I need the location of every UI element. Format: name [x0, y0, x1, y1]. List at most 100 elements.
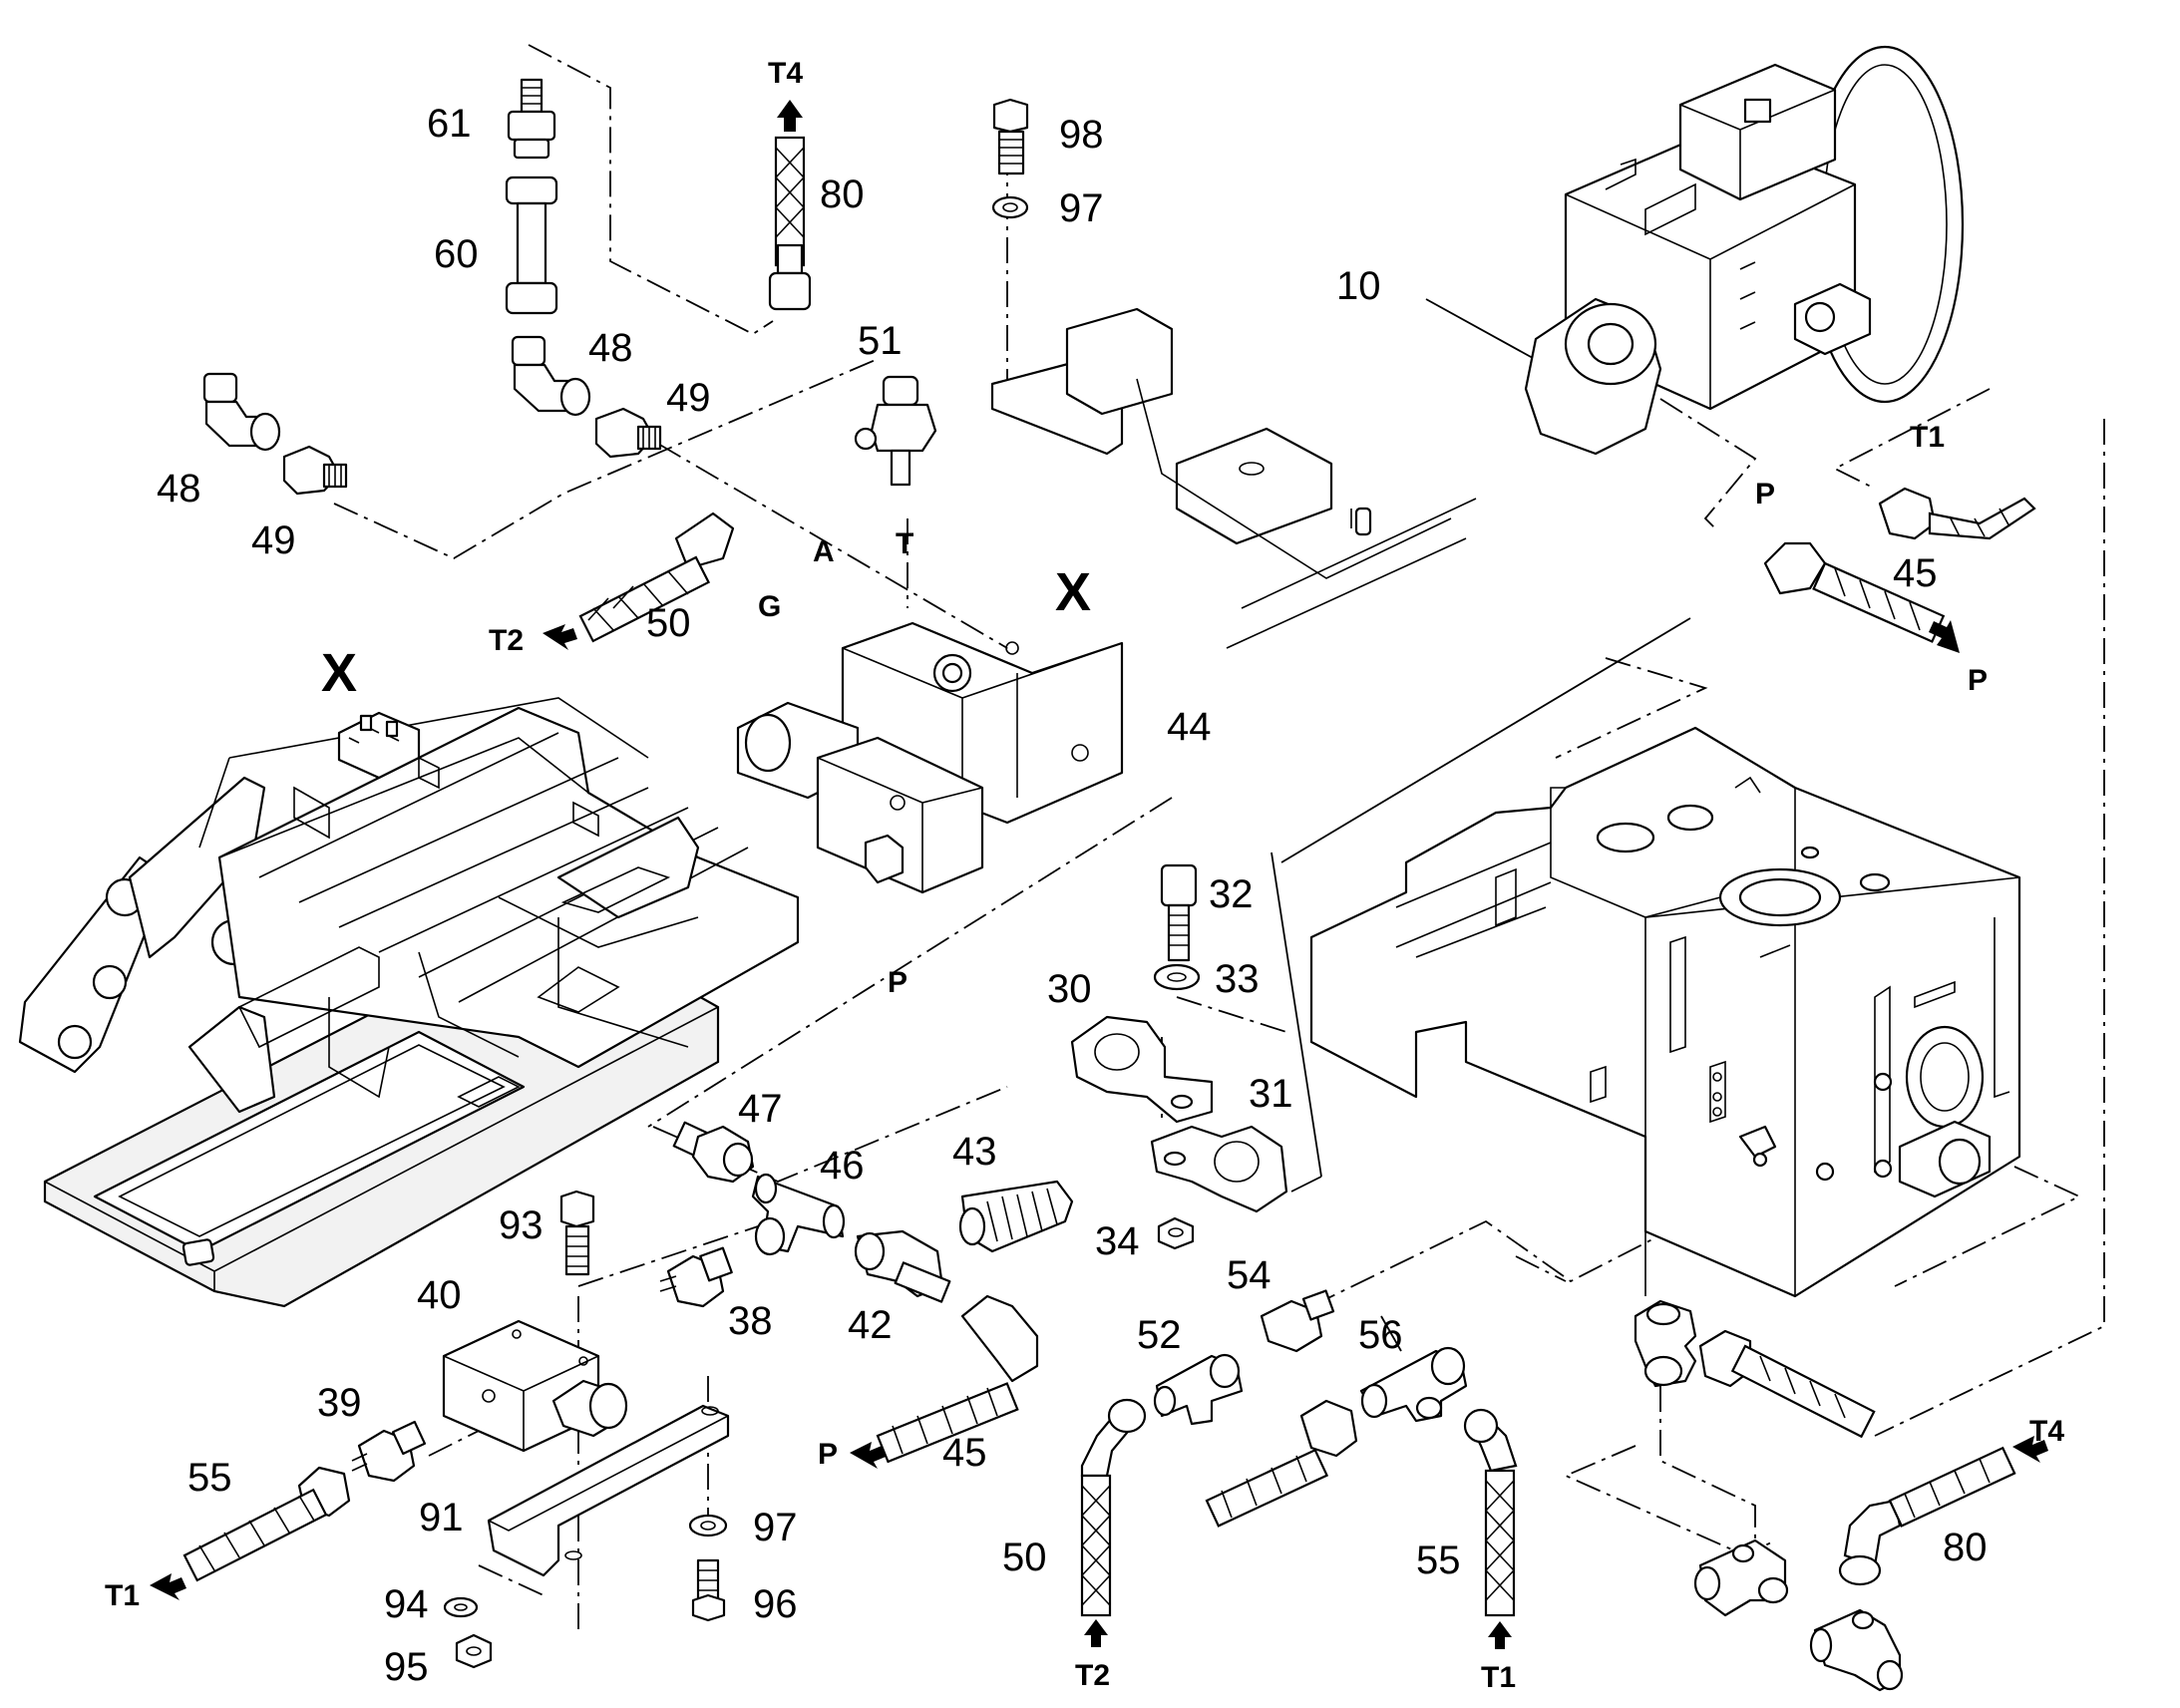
mounting-bracket [990, 307, 1477, 649]
callout-43: 43 [952, 1130, 997, 1174]
callout-95: 95 [384, 1645, 429, 1689]
callout-97: 97 [1059, 186, 1104, 230]
part-61-fitting [507, 78, 556, 160]
callout-32: 32 [1209, 872, 1254, 916]
callout-45: 45 [942, 1431, 987, 1475]
callout-50: 50 [646, 601, 691, 645]
port-label-p: P [1755, 478, 1775, 511]
hose-80-lower [1838, 1446, 2016, 1586]
detail-marker-x-left: X [321, 643, 357, 703]
part-49-adapter-lower [282, 445, 348, 496]
callout-labels: 61 60 48 49 48 49 80 51 50 98 97 10 45 4… [157, 102, 1988, 1689]
hydraulic-tank [1309, 726, 2021, 1298]
part-51-valve [854, 375, 937, 487]
callout-50: 50 [1002, 1536, 1047, 1579]
port-label-p: P [1968, 664, 1988, 697]
port-label-p: P [888, 966, 908, 999]
hose-45-upper [1763, 541, 1946, 643]
part-47-adapter [672, 1121, 755, 1184]
port-label-t: T [896, 527, 913, 560]
callout-40: 40 [417, 1273, 462, 1317]
callout-42: 42 [848, 1303, 893, 1347]
arrow-p-upper-right [1929, 620, 1960, 653]
part-48-elbow-lower [202, 372, 281, 452]
port-label-t1: T1 [105, 1579, 140, 1612]
callout-10: 10 [1336, 264, 1381, 308]
part-93-bolt [559, 1190, 595, 1276]
part-44-valve-block [736, 621, 1124, 894]
hose-middle-diagonal [1205, 1399, 1358, 1528]
part-42-tee [854, 1229, 951, 1303]
part-43-hose-end [958, 1180, 1074, 1253]
callout-48: 48 [157, 467, 201, 511]
port-labels: T4 T2 A G T T1 P P P P T1 T2 T1 T4 [105, 57, 2064, 1694]
port-label-t2: T2 [1075, 1659, 1110, 1692]
callout-80: 80 [820, 172, 865, 216]
port-label-t1: T1 [1910, 421, 1945, 454]
connector-x-left [337, 711, 421, 780]
callout-46: 46 [820, 1144, 865, 1188]
port-label-p: P [818, 1438, 838, 1471]
callout-54: 54 [1227, 1253, 1272, 1297]
callout-55: 55 [1416, 1538, 1461, 1582]
callout-98: 98 [1059, 113, 1104, 157]
detail-markers: X X [321, 562, 1091, 703]
tee-lower-right-a [1693, 1538, 1789, 1617]
part-38-adapter [659, 1246, 733, 1308]
arrow-t1-lower-middle [1488, 1621, 1512, 1649]
callout-56: 56 [1358, 1313, 1403, 1357]
part-49-adapter-upper [594, 407, 662, 459]
part-30-clamp-half [1070, 1015, 1214, 1124]
part-33-washer [1153, 963, 1201, 991]
hose-lower-right-diagonal [1698, 1329, 1876, 1439]
part-96-bolt [691, 1558, 726, 1622]
arrow-t2-upper [543, 624, 577, 650]
part-34-nut [1157, 1216, 1195, 1250]
part-97-washer-lower [688, 1514, 728, 1537]
hose-80-upper [768, 136, 812, 311]
port-label-g: G [758, 590, 781, 623]
callout-94: 94 [384, 1582, 429, 1626]
hose-t1-upper-right [1878, 487, 2036, 540]
part-40-block [442, 1319, 628, 1453]
part-98-bolt [992, 98, 1029, 175]
part-48-elbow-upper [511, 335, 591, 417]
callout-55: 55 [187, 1456, 232, 1500]
part-32-cap-screw [1160, 863, 1198, 962]
arrow-t4-lower [2012, 1436, 2048, 1463]
part-97-washer-upper [991, 195, 1029, 219]
callout-30: 30 [1047, 967, 1092, 1011]
part-46-tee [751, 1173, 846, 1256]
callout-52: 52 [1137, 1313, 1182, 1357]
port-label-t2: T2 [489, 624, 524, 657]
callout-97: 97 [753, 1506, 798, 1549]
tee-lower-right-b [1809, 1608, 1904, 1692]
callout-51: 51 [858, 319, 903, 363]
arrow-t1-lower-left [150, 1573, 186, 1600]
port-label-a: A [813, 535, 835, 568]
hose-45-lower [876, 1294, 1039, 1464]
callout-39: 39 [317, 1381, 362, 1425]
callout-38: 38 [728, 1299, 773, 1343]
callout-96: 96 [753, 1582, 798, 1626]
callout-91: 91 [419, 1496, 464, 1539]
part-52-tee [1153, 1353, 1244, 1426]
callout-93: 93 [499, 1203, 544, 1247]
callout-49: 49 [251, 518, 296, 562]
port-label-t1: T1 [1481, 1661, 1516, 1694]
part-91-bracket-plate [487, 1404, 730, 1577]
callout-45: 45 [1893, 551, 1938, 595]
callout-80: 80 [1943, 1526, 1988, 1569]
port-label-t4: T4 [2029, 1415, 2064, 1448]
hose-55-lower-middle [1463, 1408, 1518, 1617]
hose-55-lower-left [182, 1466, 351, 1582]
part-56-tee [1359, 1346, 1468, 1423]
port-label-t4: T4 [768, 57, 803, 90]
part-54-adapter [1260, 1289, 1335, 1353]
part-31-clamp-half [1150, 1125, 1288, 1213]
detail-marker-x-center: X [1055, 562, 1091, 622]
callout-60: 60 [434, 232, 479, 276]
chassis-frame [18, 697, 800, 1308]
hose-50-upper [578, 512, 735, 643]
